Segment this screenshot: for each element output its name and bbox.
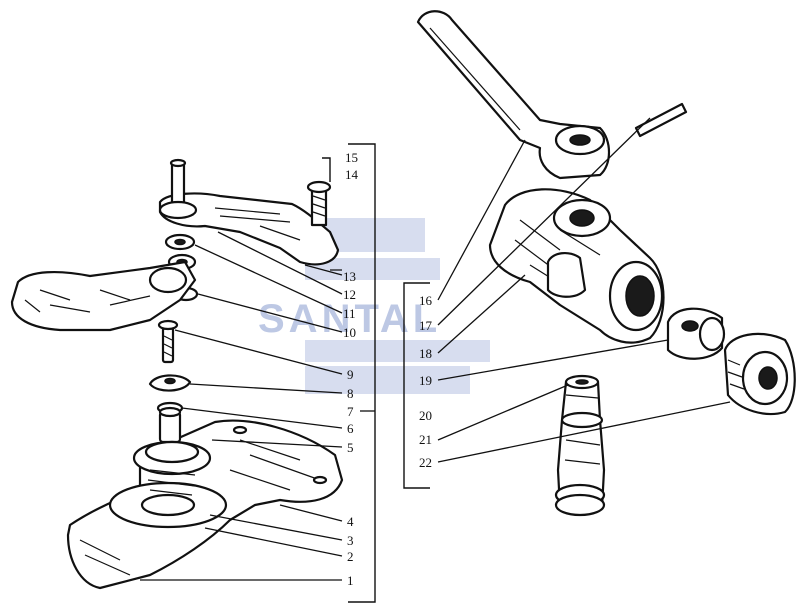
callout-18: 18 bbox=[419, 346, 432, 361]
washers-stack bbox=[164, 233, 199, 302]
callout-20: 20 bbox=[419, 408, 432, 423]
callout-2: 2 bbox=[347, 549, 354, 564]
left-group-bracket bbox=[348, 143, 376, 603]
callout-6: 6 bbox=[347, 421, 354, 436]
callout-10: 10 bbox=[343, 325, 356, 340]
callout-1: 1 bbox=[347, 573, 354, 588]
callout-21: 21 bbox=[419, 432, 432, 447]
hex-nut bbox=[723, 332, 796, 416]
watermark: SANTAL bbox=[258, 218, 490, 394]
small-screw bbox=[157, 319, 179, 364]
callout-5: 5 bbox=[347, 440, 354, 455]
callout-16: 16 bbox=[419, 293, 433, 308]
callout-12: 12 bbox=[343, 287, 356, 302]
watermark-text: SANTAL bbox=[258, 297, 441, 341]
upper-lever-arm bbox=[158, 158, 340, 266]
callout-15: 15 bbox=[345, 150, 358, 165]
callout-9: 9 bbox=[347, 367, 354, 382]
watermark-bar-low bbox=[305, 340, 490, 362]
left-cast-lever bbox=[10, 260, 197, 332]
callout-17: 17 bbox=[419, 318, 433, 333]
watermark-bar-bottom bbox=[305, 366, 470, 394]
sleeve bbox=[666, 307, 726, 360]
spindle bbox=[554, 374, 606, 517]
callout-7: 7 bbox=[347, 404, 354, 419]
right-leader-lines bbox=[437, 117, 731, 463]
handle-lever bbox=[416, 10, 611, 180]
left-leader-lines bbox=[140, 231, 375, 581]
valve-body bbox=[488, 188, 665, 344]
callout-19: 19 bbox=[419, 373, 432, 388]
callout-4: 4 bbox=[347, 514, 354, 529]
lower-base-body bbox=[66, 406, 344, 590]
callout-11: 11 bbox=[343, 306, 356, 321]
callout-labels: 15 14 13 12 11 10 9 8 7 6 5 4 3 2 1 16 1… bbox=[343, 150, 433, 588]
bracket-14-15 bbox=[322, 157, 331, 182]
callout-3: 3 bbox=[347, 533, 354, 548]
cone-cap bbox=[148, 374, 192, 392]
callout-8: 8 bbox=[347, 386, 354, 401]
right-group-bracket bbox=[403, 282, 430, 489]
cross-pin bbox=[634, 102, 688, 138]
callout-14: 14 bbox=[345, 167, 359, 182]
callout-22: 22 bbox=[419, 455, 432, 470]
callout-13: 13 bbox=[343, 269, 356, 284]
